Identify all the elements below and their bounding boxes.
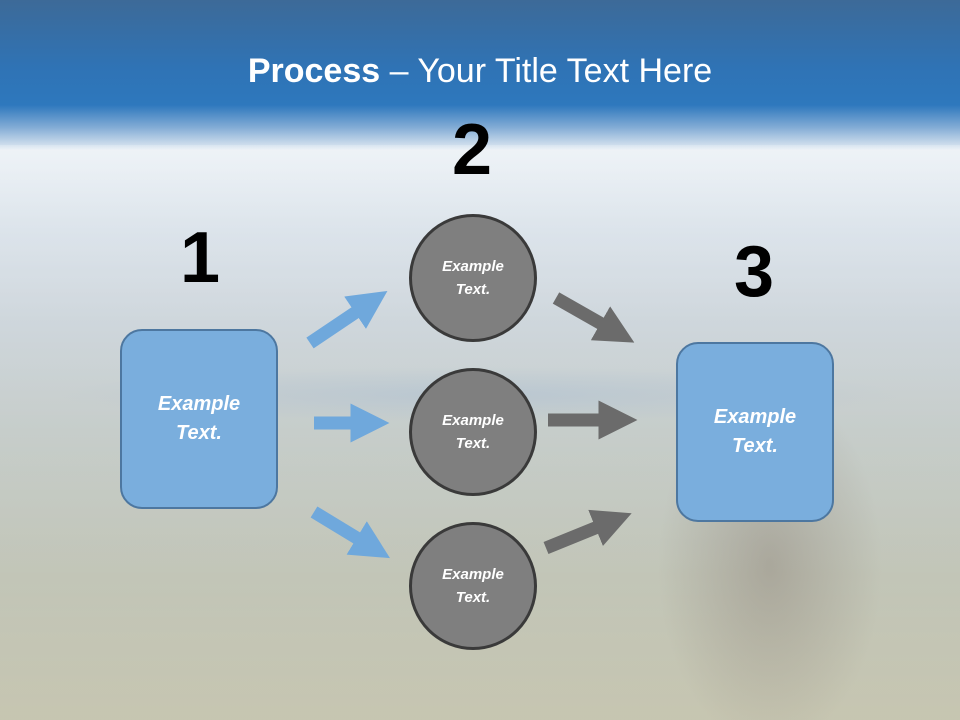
title-bold: Process <box>247 52 381 90</box>
arrow-2a-to-3 <box>552 292 635 343</box>
title-banner <box>0 0 960 150</box>
slide-title: Process – Your Title Text Here <box>0 52 960 91</box>
arrow-1-to-2a <box>306 290 388 349</box>
arrow-2c-to-3 <box>543 509 632 555</box>
arrow-1-to-2c <box>310 506 391 559</box>
step-number-1: 1 <box>179 218 221 298</box>
title-rest: – Your Title Text Here <box>380 52 713 90</box>
step-number-3: 3 <box>733 232 775 312</box>
step-number-2: 2 <box>451 110 493 190</box>
